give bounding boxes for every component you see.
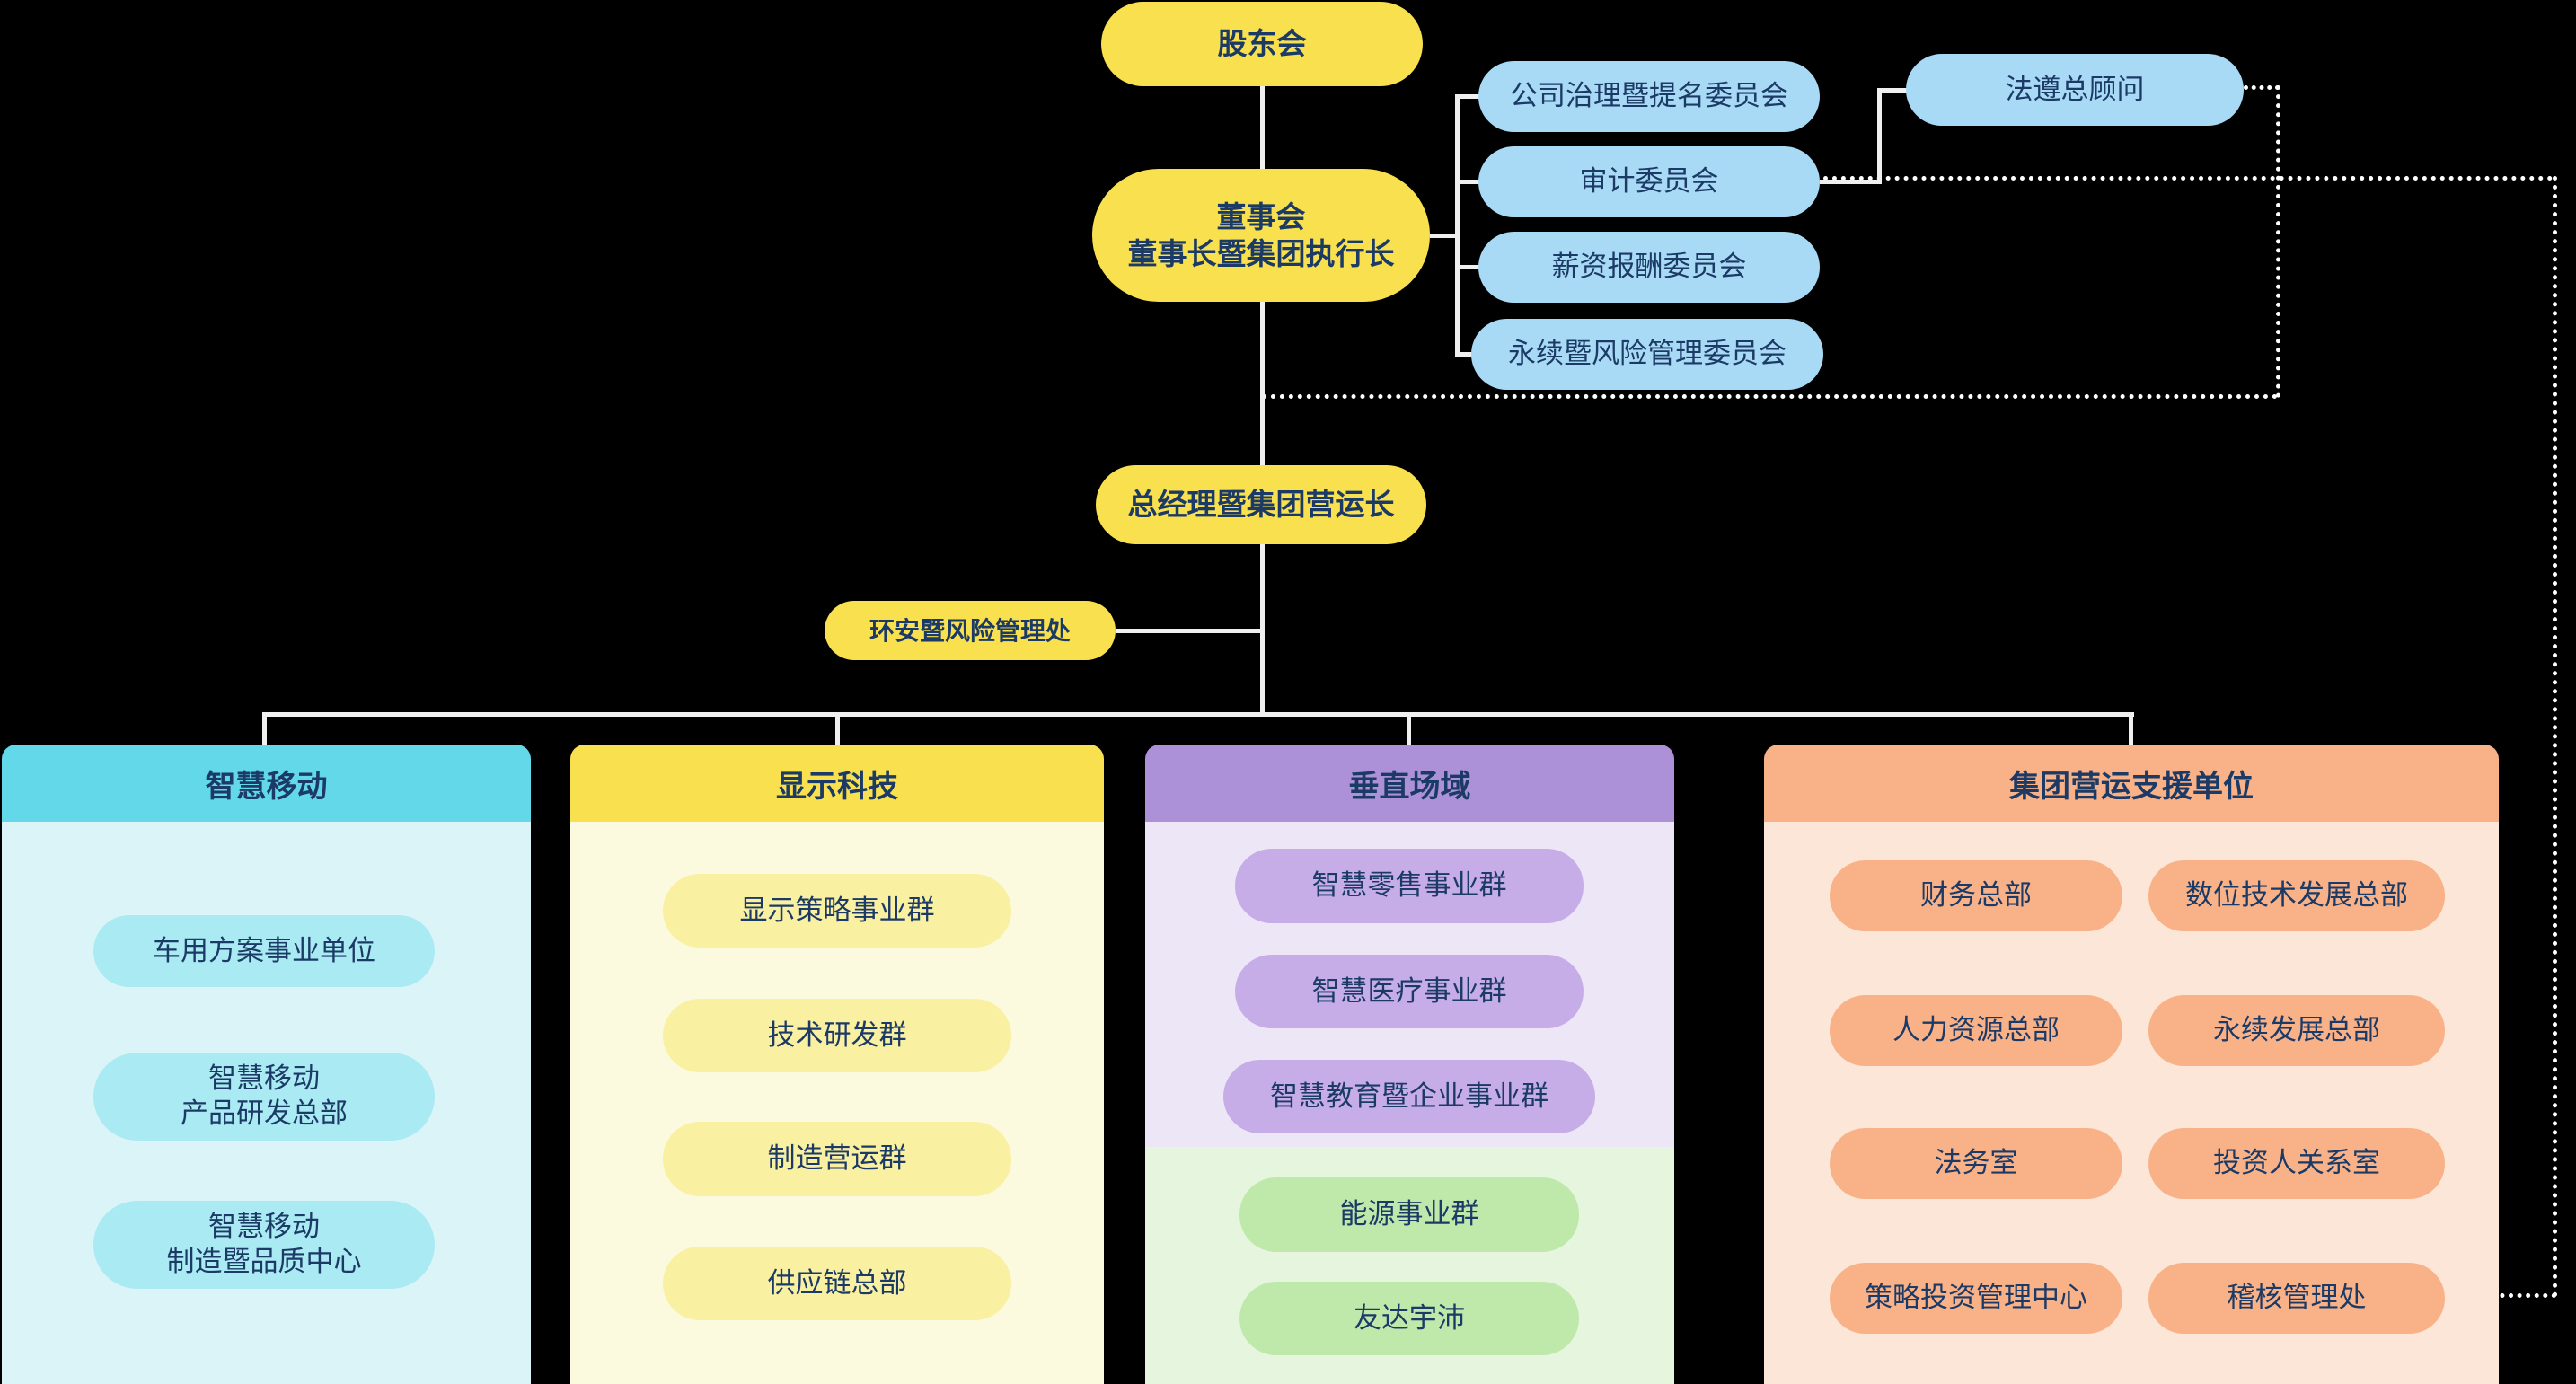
node-technology-rd-group: 技术研发群 bbox=[663, 999, 1011, 1072]
connector-dotted-right-edge bbox=[2553, 176, 2557, 1298]
node-president-coo: 总经理暨集团营运长 bbox=[1096, 465, 1426, 544]
connector-board-bracket bbox=[1430, 234, 1457, 238]
node-committee-compensation: 薪资报酬委员会 bbox=[1478, 232, 1820, 303]
node-supply-chain-hq: 供应链总部 bbox=[663, 1247, 1011, 1320]
connector-board-coo bbox=[1260, 300, 1265, 467]
node-energy-bg: 能源事业群 bbox=[1239, 1177, 1579, 1252]
connector-dotted-compliance-right bbox=[2244, 85, 2280, 90]
node-mobility-mfg-quality: 智慧移动 制造暨品质中心 bbox=[93, 1201, 435, 1289]
node-esh-risk-office: 环安暨风险管理处 bbox=[825, 601, 1116, 660]
connector-esh-spine bbox=[1116, 629, 1261, 633]
node-display-strategy-bg: 显示策略事业群 bbox=[663, 874, 1011, 948]
connector-shareholders-board bbox=[1260, 84, 1265, 171]
connector-committee-bracket bbox=[1455, 94, 1460, 357]
node-smart-education-enterprise-bg: 智慧教育暨企业事业群 bbox=[1223, 1060, 1595, 1133]
node-chief-compliance-counsel: 法遵总顾问 bbox=[1906, 54, 2244, 126]
node-shareholders: 股东会 bbox=[1101, 2, 1423, 86]
node-strategic-investment-center: 策略投资管理中心 bbox=[1830, 1263, 2122, 1334]
connector-audit-elbow-v bbox=[1877, 88, 1882, 184]
connector-dotted-compliance-spine bbox=[1262, 394, 2278, 399]
node-committee-audit: 审计委员会 bbox=[1478, 146, 1820, 217]
connector-compliance-elbow bbox=[1879, 88, 1908, 93]
node-mobility-product-rd: 智慧移动 产品研发总部 bbox=[93, 1053, 435, 1141]
node-legal-office: 法务室 bbox=[1830, 1128, 2122, 1199]
node-sustainability-hq: 永续发展总部 bbox=[2148, 995, 2445, 1066]
node-human-resources-hq: 人力资源总部 bbox=[1830, 995, 2122, 1066]
connector-drop-vertical bbox=[1407, 714, 1411, 746]
group-title-support-units: 集团营运支援单位 bbox=[1764, 745, 2499, 822]
connector-dotted-audit-right bbox=[1823, 176, 2553, 181]
connector-committee-1 bbox=[1457, 94, 1480, 99]
connector-coo-distribution bbox=[1260, 542, 1265, 715]
connector-dotted-audit-office bbox=[2448, 1293, 2556, 1298]
node-auo-envirotech: 友达宇沛 bbox=[1239, 1282, 1579, 1355]
node-digital-tech-dev-hq: 数位技术发展总部 bbox=[2148, 860, 2445, 931]
node-committee-sustainability-risk: 永续暨风险管理委员会 bbox=[1471, 319, 1823, 390]
connector-drop-mobility bbox=[262, 714, 267, 746]
connector-drop-display bbox=[835, 714, 840, 746]
node-board-chairman: 董事会 董事长暨集团执行长 bbox=[1092, 169, 1430, 302]
connector-distribution bbox=[262, 712, 2134, 717]
node-audit-management-office: 稽核管理处 bbox=[2148, 1263, 2445, 1334]
connector-dotted-compliance-down bbox=[2276, 85, 2280, 398]
group-title-vertical-domains: 垂直场域 bbox=[1145, 745, 1674, 822]
node-smart-retail-bg: 智慧零售事业群 bbox=[1235, 849, 1584, 923]
node-committee-governance: 公司治理暨提名委员会 bbox=[1478, 61, 1820, 132]
node-automotive-solutions: 车用方案事业单位 bbox=[93, 915, 435, 987]
node-manufacturing-ops-group: 制造营运群 bbox=[663, 1122, 1011, 1196]
node-finance-hq: 财务总部 bbox=[1830, 860, 2122, 931]
node-smart-medical-bg: 智慧医疗事业群 bbox=[1235, 955, 1584, 1028]
group-title-display-tech: 显示科技 bbox=[570, 745, 1104, 822]
node-investor-relations-office: 投资人关系室 bbox=[2148, 1128, 2445, 1199]
connector-committee-2 bbox=[1457, 180, 1480, 184]
connector-audit-elbow-h bbox=[1820, 180, 1879, 184]
connector-committee-4 bbox=[1457, 352, 1473, 357]
connector-drop-support bbox=[2129, 714, 2133, 746]
connector-committee-3 bbox=[1457, 265, 1480, 269]
group-title-smart-mobility: 智慧移动 bbox=[2, 745, 531, 822]
